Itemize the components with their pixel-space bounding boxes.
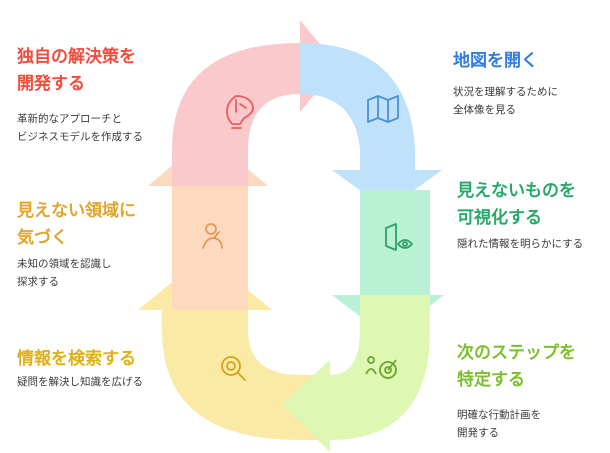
search-icon [221, 356, 246, 381]
thinking-person-icon [202, 223, 223, 249]
step-develop-desc: 革新的なアプローチと ビジネスモデルを作成する [17, 110, 143, 146]
step-aware-desc: 未知の領域を認識し 探求する [17, 255, 136, 291]
step-search-title: 情報を検索する [17, 346, 143, 373]
step-search-desc: 疑問を解決し知識を広げる [17, 373, 143, 391]
step-aware: 見えない領域に 気づく 未知の領域を認識し 探求する [17, 198, 136, 291]
desc-line: 明確な行動計画を [457, 409, 541, 421]
desc-line: 状況を理解するために [453, 86, 558, 98]
step-next: 次のステップを 特定する 明確な行動計画を 開発する [457, 340, 576, 442]
step-visualize-title: 見えないものを 可視化する [457, 178, 583, 232]
desc-line: 未知の領域を認識し [17, 258, 112, 270]
title-line: 次のステップを [457, 343, 576, 363]
title-line: 特定する [457, 370, 525, 390]
title-line: 地図を開く [453, 51, 538, 71]
title-line: 見えない領域に [17, 201, 136, 221]
title-line: 気づく [17, 228, 68, 248]
target-person-icon [365, 356, 397, 379]
segment-develop-arrow [172, 20, 338, 186]
step-map-title: 地図を開く [453, 48, 558, 75]
desc-line: 革新的なアプローチと [17, 113, 122, 125]
title-line: 情報を検索する [17, 349, 136, 369]
title-line: 開発する [17, 74, 85, 94]
title-line: 可視化する [457, 208, 542, 228]
desc-line: 疑問を解決し知識を広げる [17, 376, 143, 388]
step-search: 情報を検索する 疑問を解決し知識を広げる [17, 346, 143, 391]
step-aware-title: 見えない領域に 気づく [17, 198, 136, 252]
step-develop: 独自の解決策を 開発する 革新的なアプローチと ビジネスモデルを作成する [17, 44, 143, 146]
step-next-title: 次のステップを 特定する [457, 340, 576, 394]
title-line: 見えないものを [457, 181, 576, 201]
step-next-desc: 明確な行動計画を 開発する [457, 406, 576, 442]
desc-line: 開発する [457, 427, 499, 439]
step-map: 地図を開く 状況を理解するために 全体像を見る [453, 48, 558, 119]
step-visualize: 見えないものを 可視化する 隠れた情報を明らかにする [457, 178, 583, 253]
lightbulb-brain-icon [226, 95, 254, 129]
map-icon [367, 95, 399, 123]
step-visualize-desc: 隠れた情報を明らかにする [457, 235, 583, 253]
title-line: 独自の解決策を [17, 47, 136, 67]
desc-line: 探求する [17, 276, 59, 288]
segment-map-arrow [300, 43, 442, 210]
desc-line: 隠れた情報を明らかにする [457, 238, 584, 250]
door-eye-icon [385, 223, 413, 251]
desc-line: ビジネスモデルを作成する [17, 131, 143, 143]
segment-next-arrow [282, 295, 430, 452]
step-develop-title: 独自の解決策を 開発する [17, 44, 143, 98]
desc-line: 全体像を見る [453, 104, 516, 116]
step-map-desc: 状況を理解するために 全体像を見る [453, 83, 558, 119]
